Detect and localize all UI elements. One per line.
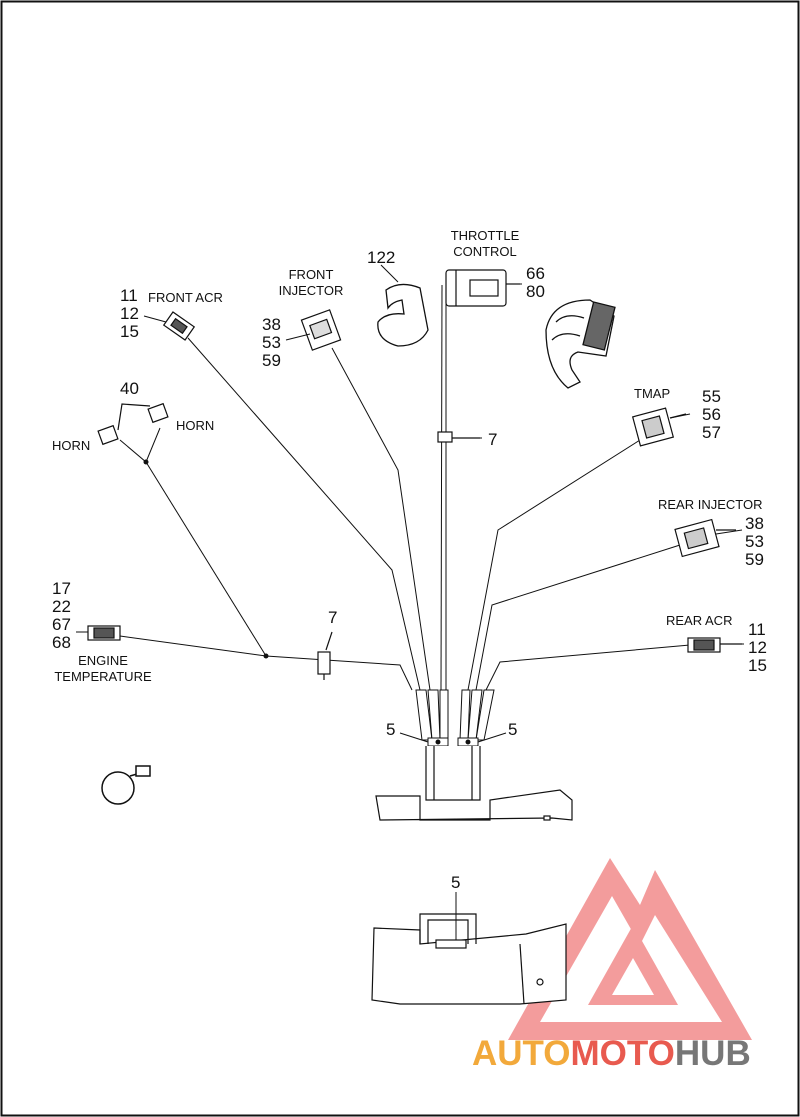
- part-number: 59: [262, 351, 281, 370]
- clip-icon: [317, 631, 333, 680]
- harness-sleeves: [415, 689, 495, 741]
- label-line: TEMPERATURE: [54, 669, 152, 684]
- part-number: 15: [120, 322, 139, 341]
- boot-122-icon: [377, 283, 429, 347]
- front-acr-connector-icon: [162, 311, 196, 341]
- label-line: CONTROL: [453, 244, 517, 259]
- front-injector-connector-icon: [300, 309, 342, 351]
- watermark-text: AUTOMOTOHUB: [472, 1034, 751, 1074]
- part-number: 38: [745, 514, 764, 533]
- part-number: 53: [262, 333, 281, 352]
- label-line: INJECTOR: [278, 283, 344, 298]
- rear-injector-connector-icon: [674, 518, 736, 558]
- elbow-connector-icon: [545, 299, 616, 389]
- callout-horn: 40: [120, 379, 139, 398]
- callout-front-acr: 11 12 15: [120, 287, 139, 341]
- tmap-connector-icon: [631, 407, 687, 447]
- part-number: 15: [748, 656, 767, 675]
- label-line: FRONT: [288, 267, 334, 282]
- leader-line: [380, 264, 399, 283]
- label-line: ENGINE: [78, 653, 128, 668]
- part-number: 66: [526, 264, 545, 283]
- detail-bracket: [371, 913, 567, 1005]
- label-tmap: TMAP: [634, 386, 671, 401]
- label-rear-acr: REAR ACR: [666, 613, 733, 628]
- part-number: 17: [52, 579, 71, 598]
- callout-tie-right: 5: [508, 720, 518, 739]
- label-horn-right: HORN: [176, 418, 215, 433]
- part-number: 67: [52, 615, 71, 634]
- callout-rear-acr: 11 12 15: [748, 621, 767, 675]
- callout-throttle-control: 66 80: [526, 265, 545, 301]
- cable-tie-icon: [427, 737, 479, 747]
- watermark-part: AUTO: [472, 1034, 571, 1073]
- callout-engine-temperature: 17 22 67 68: [52, 580, 71, 652]
- part-number: 57: [702, 423, 721, 442]
- harness-wires: [119, 284, 691, 691]
- part-number: 22: [52, 597, 71, 616]
- horn-connector-icon: [97, 402, 169, 446]
- label-throttle-control: THROTTLE CONTROL: [443, 228, 527, 260]
- watermark-part: MOTO: [570, 1034, 675, 1073]
- part-number: 55: [702, 387, 721, 406]
- label-front-acr: FRONT ACR: [148, 290, 223, 305]
- watermark-logo-icon: [508, 858, 752, 1040]
- label-engine-temperature: ENGINE TEMPERATURE: [48, 653, 158, 685]
- callout-clip-lower: 7: [328, 608, 338, 627]
- leader-line: [399, 732, 429, 743]
- rear-acr-connector-icon: [687, 637, 742, 653]
- label-horn-left: HORN: [52, 438, 91, 453]
- part-number: 59: [745, 550, 764, 569]
- throttle-control-connector-icon: [445, 269, 520, 307]
- part-number: 11: [120, 286, 138, 305]
- part-number: 38: [262, 315, 281, 334]
- callout-tie-left: 5: [386, 720, 396, 739]
- part-number: 12: [748, 638, 767, 657]
- callout-front-injector: 38 53 59: [262, 316, 281, 370]
- watermark-part: HUB: [674, 1034, 751, 1073]
- mounting-bracket: [375, 746, 573, 821]
- callout-clip-upper: 7: [488, 430, 498, 449]
- callout-tmap: 55 56 57: [702, 388, 721, 442]
- engine-temperature-connector-icon: [87, 625, 121, 641]
- wire-junction: [263, 653, 269, 659]
- callout-tie-detail: 5: [451, 873, 461, 892]
- callout-part-122: 122: [367, 248, 396, 267]
- callout-rear-injector: 38 53 59: [745, 515, 764, 569]
- part-number: 80: [526, 282, 545, 301]
- part-number: 11: [748, 620, 766, 639]
- label-front-injector: FRONT INJECTOR: [276, 267, 346, 299]
- clip-icon: [437, 431, 480, 443]
- leader-line: [477, 732, 507, 743]
- part-number: 12: [120, 304, 139, 323]
- leader-lines: [76, 283, 744, 645]
- part-number: 53: [745, 532, 764, 551]
- p-clamp-icon: [101, 765, 151, 805]
- label-rear-injector: REAR INJECTOR: [658, 497, 763, 512]
- wire-junction: [143, 459, 149, 465]
- part-number: 68: [52, 633, 71, 652]
- part-number: 56: [702, 405, 721, 424]
- label-line: THROTTLE: [450, 228, 520, 243]
